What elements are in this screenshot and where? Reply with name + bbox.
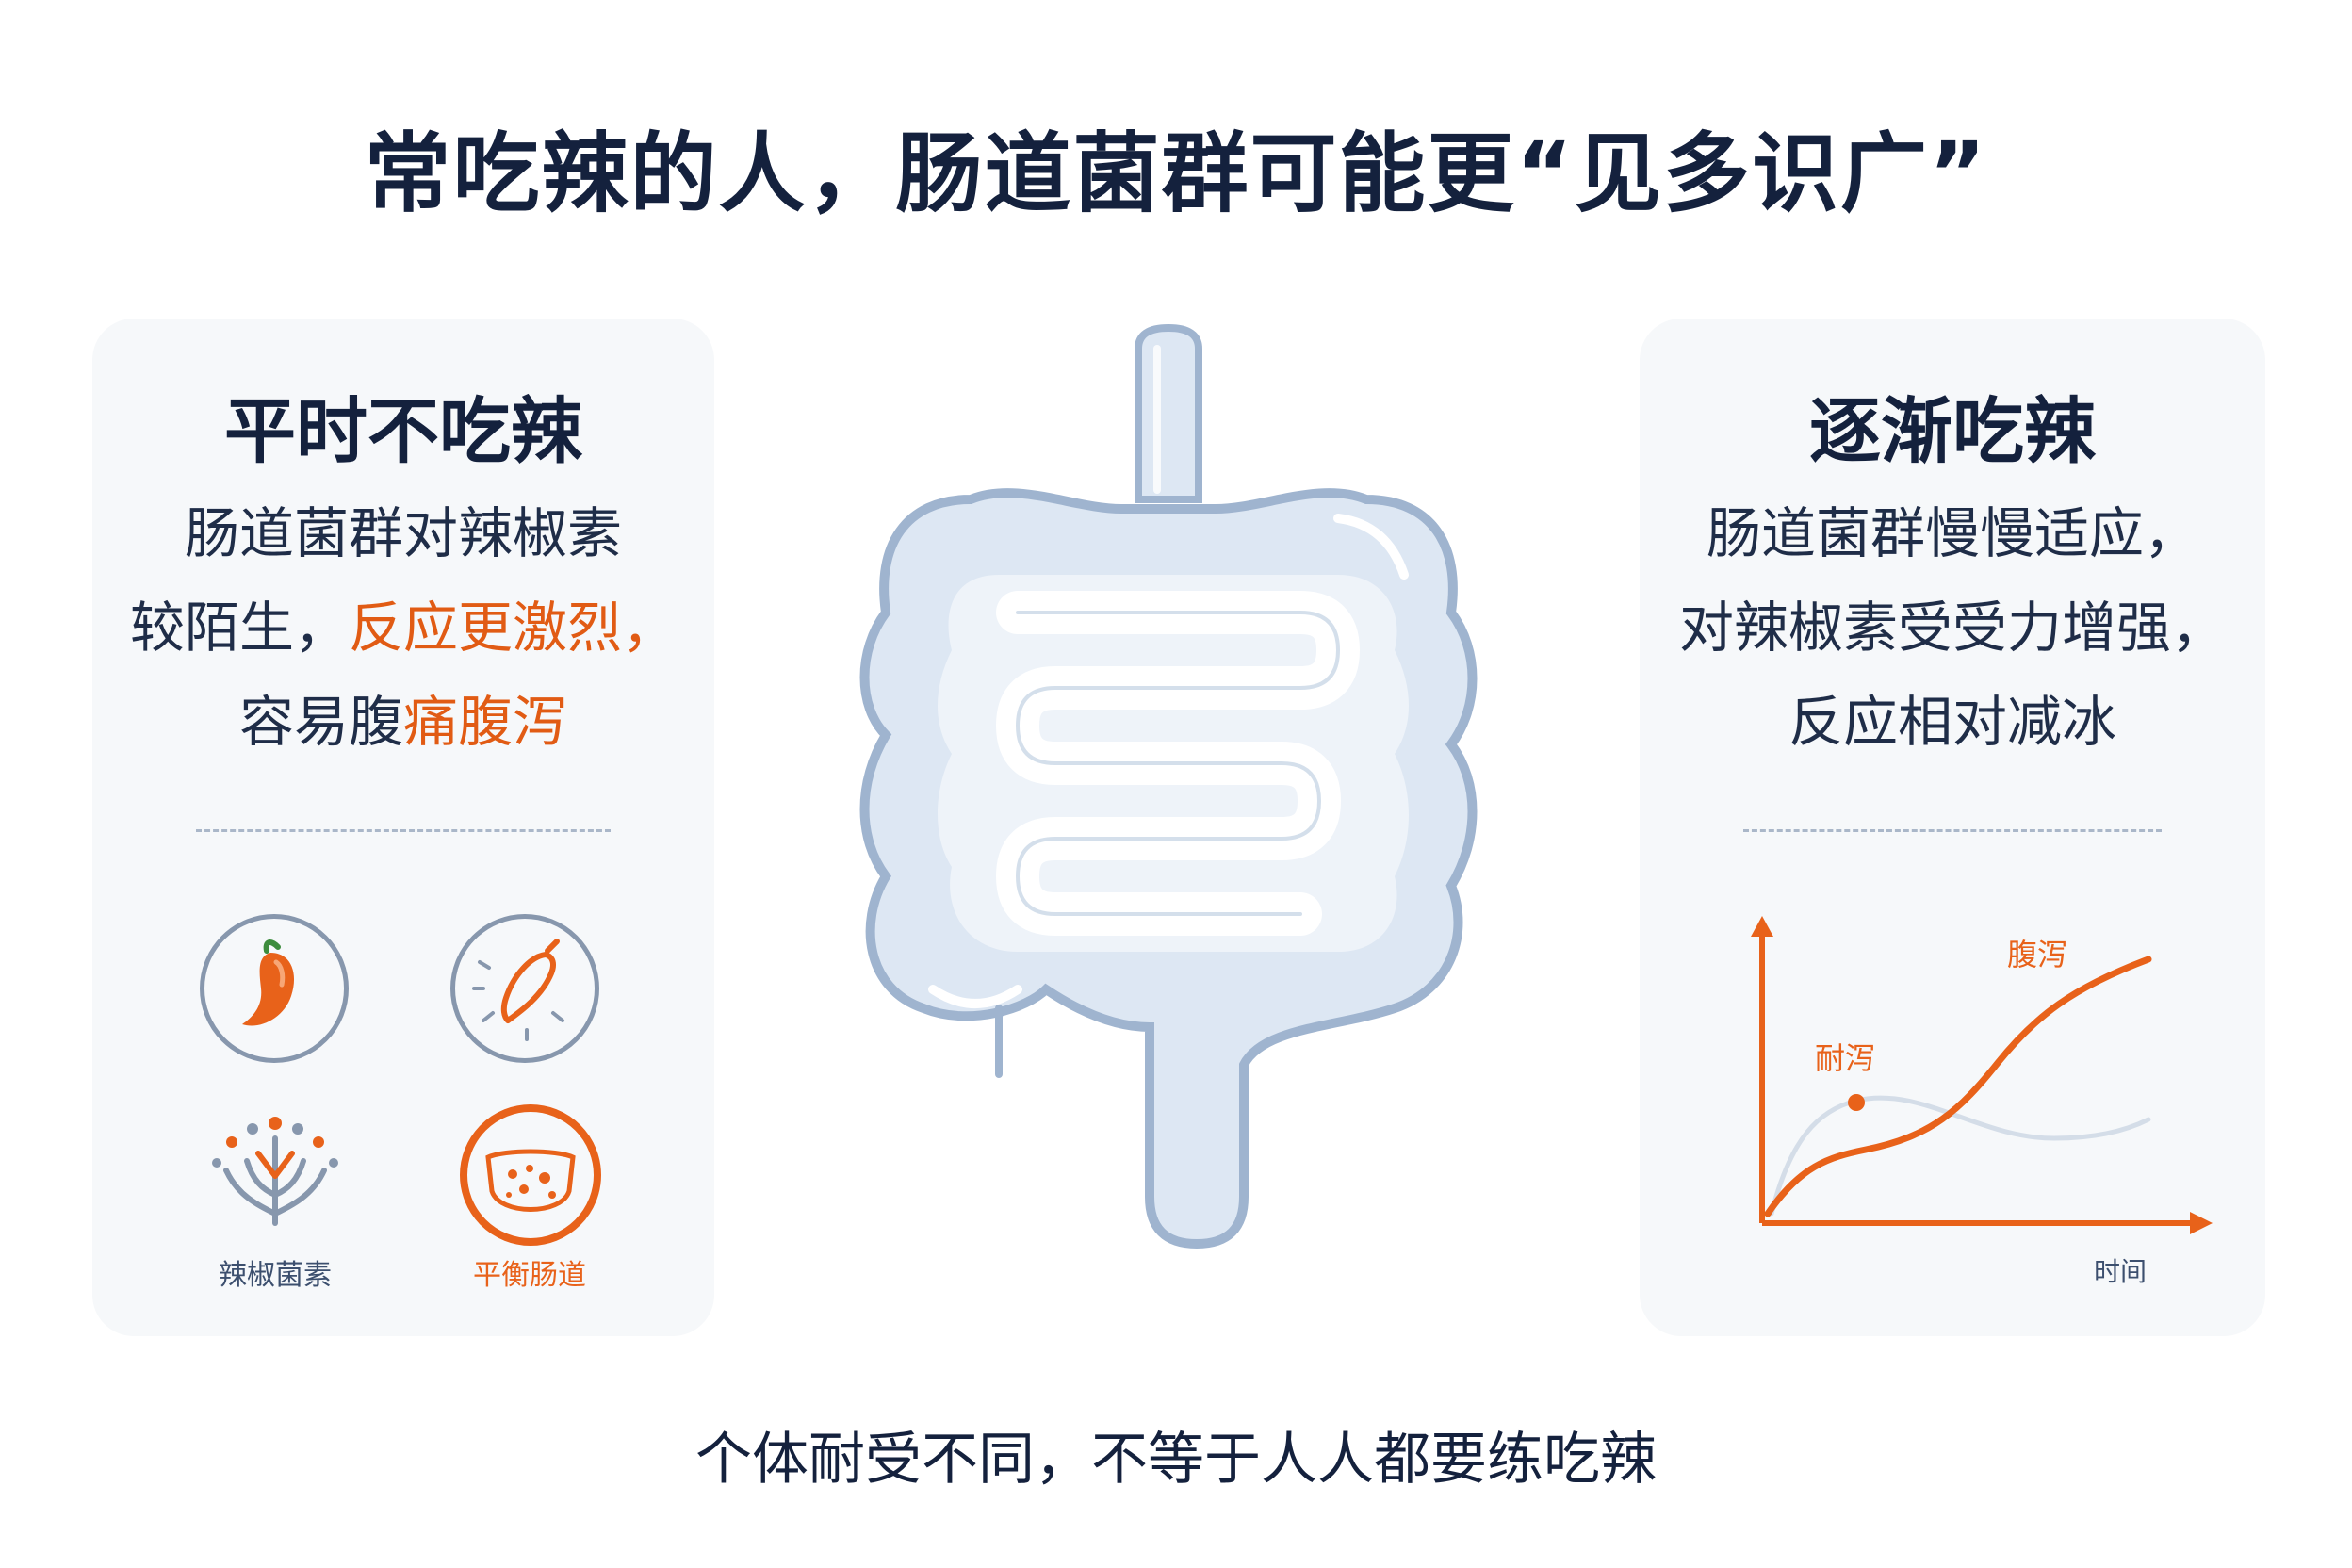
right-desc-line3: 反应相对减冰 [1788,690,2116,754]
icon-label-capsaicin: 辣椒菌素 [219,1259,332,1292]
right-panel: 逐渐吃辣 肠道菌群慢慢适应， 对辣椒素受受力增强， 反应相对减冰 腹泻 耐泻 时… [1640,318,2265,1336]
icon-label-balanced: 平衡肠道 [473,1259,586,1292]
chart-x-label: 时间 [2094,1256,2148,1287]
right-desc-line2: 对辣椒素受受力增强， [1678,596,2226,660]
chili-burst-icon [450,914,599,1063]
left-panel-title: 平时不吃辣 [224,389,582,473]
tolerance-chart [1751,916,2213,1234]
footer-note: 个体耐受不同，不等于人人都要练吃辣 [695,1427,1657,1493]
left-desc-line2-plain: 较陌生， [129,596,349,660]
left-desc-line3-plain: 容易腹 [238,690,403,754]
left-desc-line1: 肠道菌群对辣椒素 [184,501,622,565]
chart-tolerance-point [1848,1094,1865,1111]
left-desc-line2-highlight: 反应更激烈， [349,596,678,660]
right-desc-line1: 肠道菌群慢慢适应， [1706,501,2198,565]
chili-pepper-icon [200,914,349,1063]
intestine-illustration [859,323,1478,1250]
right-divider [1743,829,2162,832]
left-divider [196,829,611,832]
chart-tolerance-curve [1769,1095,2151,1217]
chart-diarrhea-curve [1764,956,2152,1217]
page-title: 常吃辣的人，肠道菌群可能更“见多识广” [364,123,1988,224]
balanced-gut-icon [460,1104,601,1246]
left-panel: 平时不吃辣 肠道菌群对辣椒素 较陌生，反应更激烈， 容易腹痛腹泻 [92,318,714,1336]
chart-label-tolerance: 耐泻 [1815,1040,1876,1076]
left-desc-line3-highlight: 痛腹泻 [403,690,568,754]
chart-label-diarrhea: 腹泻 [2007,937,2068,972]
left-desc-line3: 容易腹痛腹泻 [92,675,714,769]
esophagus [1135,323,1202,503]
right-panel-title: 逐渐吃辣 [1809,389,2096,473]
left-desc-line2: 较陌生，反应更激烈， [92,580,714,675]
capsaicin-bacteria-icon [200,1101,351,1233]
